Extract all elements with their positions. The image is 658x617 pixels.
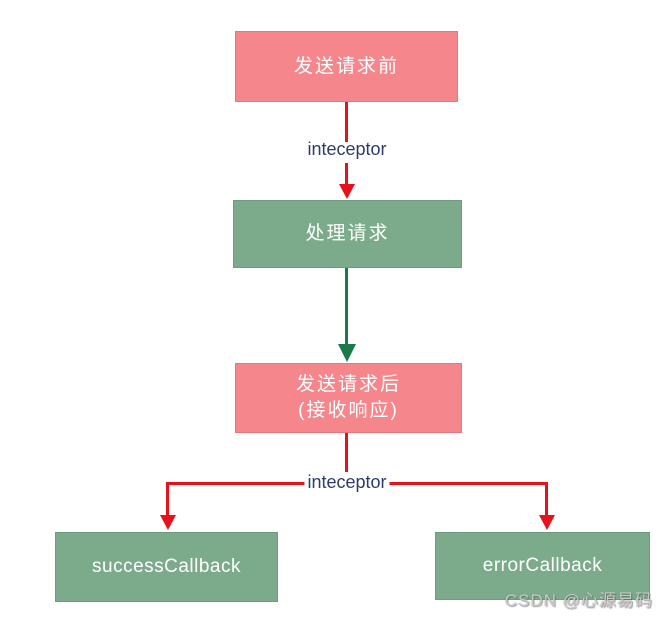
interceptor-label-top: inteceptor <box>307 139 387 159</box>
node-after-request-label-line1: 发送请求后 <box>295 374 401 395</box>
interceptor-label-bottom: inteceptor <box>304 472 390 493</box>
node-process-request: 处理请求 <box>233 200 462 268</box>
arrow-middle-head <box>338 344 356 362</box>
node-before-request: 发送请求前 <box>235 31 458 102</box>
node-error-callback-label: errorCallback <box>482 555 603 576</box>
arrow-top-line-lower <box>345 163 348 184</box>
arrow-middle-line <box>345 268 348 346</box>
watermark-text: CSDN @心源易码 <box>504 591 653 610</box>
node-after-request: 发送请求后 (接收响应) <box>235 363 462 433</box>
node-process-request-label: 处理请求 <box>305 223 390 244</box>
branch-left-line <box>166 482 169 516</box>
node-error-callback: errorCallback <box>435 532 650 600</box>
branch-stem-line <box>345 433 348 483</box>
node-before-request-label: 发送请求前 <box>293 55 399 77</box>
node-success-callback-label: successCallback <box>92 556 241 577</box>
branch-left-head <box>160 515 176 530</box>
node-after-request-label-line2: (接收响应) <box>298 400 399 421</box>
node-success-callback: successCallback <box>55 532 278 602</box>
branch-right-head <box>539 515 555 530</box>
arrow-top-line-upper <box>345 102 348 142</box>
branch-right-line <box>545 482 548 516</box>
arrow-top-head <box>339 184 355 199</box>
